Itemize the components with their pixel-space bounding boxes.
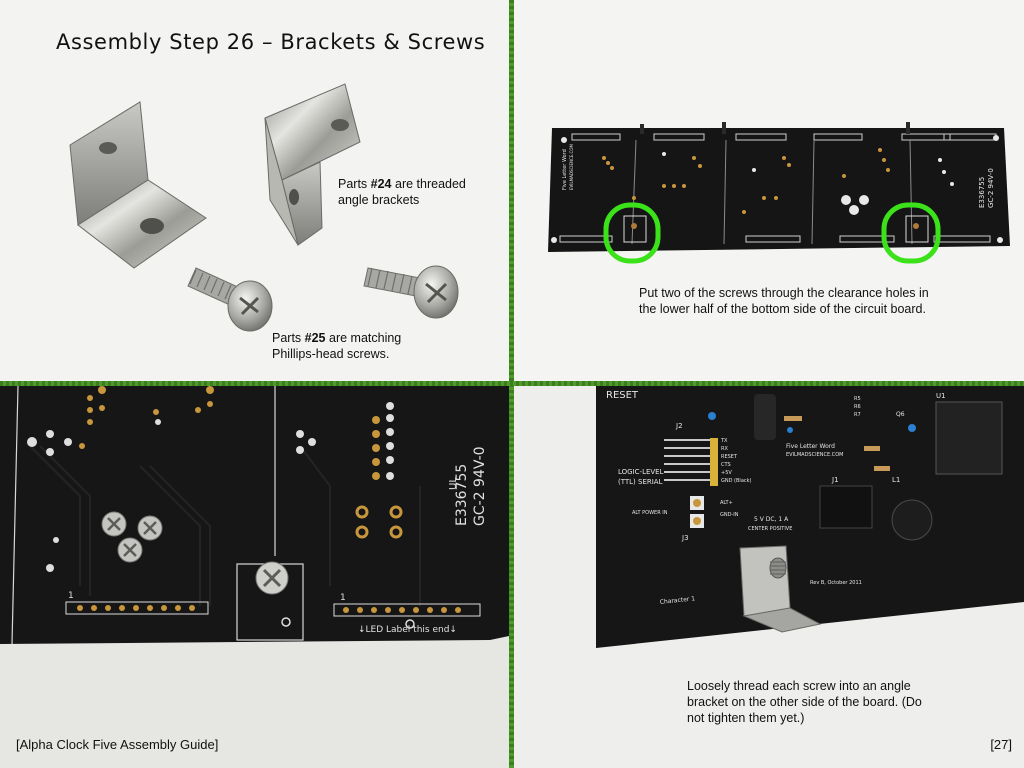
pcb-front xyxy=(596,386,1024,648)
parts-24-number: #24 xyxy=(370,177,392,191)
logic-level-label-2: (TTL) SERIAL xyxy=(618,478,663,486)
board-top-brand-2: EVILMADSCIENCE.COM xyxy=(569,143,574,190)
pin-5v: +5V xyxy=(721,470,732,476)
brand-label-2: EVILMADSCIENCE.COM xyxy=(786,452,843,458)
parts-photo-panel: Assembly Step 26 – Brackets & Screws Par… xyxy=(0,0,509,381)
character-label: Character 1 xyxy=(659,595,695,606)
u1-label: U1 xyxy=(936,392,946,400)
q6-label: Q6 xyxy=(896,411,905,418)
alt-power-label: ALT POWER IN xyxy=(632,510,668,516)
rev-label: Rev B, October 2011 xyxy=(810,580,862,586)
power-label-1: 5 V DC, 1 A xyxy=(754,516,789,523)
pin-reset: RESET xyxy=(721,454,738,460)
screw-placement-caption: Put two of the screws through the cleara… xyxy=(639,286,929,316)
horizontal-divider xyxy=(0,381,1024,386)
u1-chip xyxy=(935,401,1003,475)
board-overview-photo: Five Letter Word EVILMADSCIENCE.COM E336… xyxy=(548,122,1010,264)
page-title: Assembly Step 26 – Brackets & Screws xyxy=(56,30,486,54)
pcb-closeup xyxy=(0,386,509,644)
power-label-2: CENTER POSITIVE xyxy=(748,526,792,532)
board-front-photo: RESET LOGIC-LEVEL (TTL) SERIAL J2 TX RX … xyxy=(596,386,1024,648)
r5-label: R5 xyxy=(854,396,861,402)
pin-cts: CTS xyxy=(721,462,731,468)
gnd-in-label: GND-IN xyxy=(720,512,739,518)
standoff-screws xyxy=(101,511,163,563)
pin-gnd: GND (Black) xyxy=(721,478,752,484)
angle-bracket-left xyxy=(69,101,207,269)
board-top-brand-1: Five Letter Word xyxy=(562,149,568,190)
threaded-angle-bracket xyxy=(739,545,822,633)
dc-jack xyxy=(819,485,873,529)
inserted-phillips-screw xyxy=(255,561,289,595)
page-number: [27] xyxy=(990,737,1012,752)
brand-label-1: Five Letter Word xyxy=(786,443,835,450)
j3-label: J3 xyxy=(681,534,689,542)
board-cert-1: E336755 xyxy=(454,464,470,526)
board-overview-panel: Five Letter Word EVILMADSCIENCE.COM E336… xyxy=(514,0,1024,381)
header-right-pin-1: 1 xyxy=(340,593,346,603)
board-closeup-photo: 1 1 ↓LED Label this end↓ UL E336755 GC-2… xyxy=(0,386,509,645)
phillips-screw-right xyxy=(363,265,459,319)
r6-label: R6 xyxy=(854,404,861,410)
guide-footer: [Alpha Clock Five Assembly Guide] xyxy=(16,737,219,752)
board-ul-mark: UL xyxy=(448,477,459,490)
board-closeup-panel: 1 1 ↓LED Label this end↓ UL E336755 GC-2… xyxy=(0,386,509,768)
led-label-text: ↓LED Label this end↓ xyxy=(358,625,457,635)
highlight-left-hole xyxy=(603,202,661,264)
board-top-cert-2: GC-2 94V-0 xyxy=(987,168,995,208)
board-top-cert-1: E336755 xyxy=(978,177,986,208)
parts-25-number: #25 xyxy=(304,331,326,345)
header-left-pin-1: 1 xyxy=(68,591,74,601)
pin-rx: RX xyxy=(721,446,728,452)
r7-label: R7 xyxy=(854,412,861,418)
parts-photo xyxy=(69,83,459,332)
alt-plus-label: ALT+ xyxy=(720,500,733,506)
pcb-bottom-side: Five Letter Word EVILMADSCIENCE.COM E336… xyxy=(548,122,1010,252)
highlight-right-hole xyxy=(881,202,941,264)
board-cert-2: GC-2 94V-0 xyxy=(472,446,488,526)
phillips-screw-left xyxy=(187,267,273,332)
logic-level-label-1: LOGIC-LEVEL xyxy=(618,468,664,476)
board-front-panel: RESET LOGIC-LEVEL (TTL) SERIAL J2 TX RX … xyxy=(514,386,1024,768)
reset-label: RESET xyxy=(606,390,639,401)
parts-25-caption: Parts #25 are matching Phillips-head scr… xyxy=(272,331,402,361)
j1-label: J1 xyxy=(831,476,839,484)
thread-bracket-caption: Loosely thread each screw into an angle … xyxy=(687,679,922,725)
buzzer xyxy=(891,499,933,541)
angle-bracket-right xyxy=(264,83,361,246)
l1-label: L1 xyxy=(892,476,900,484)
capacitor xyxy=(754,394,776,440)
parts-24-caption: Parts #24 are threaded angle brackets xyxy=(338,177,466,207)
pin-tx: TX xyxy=(720,438,728,444)
j2-label: J2 xyxy=(675,422,683,430)
